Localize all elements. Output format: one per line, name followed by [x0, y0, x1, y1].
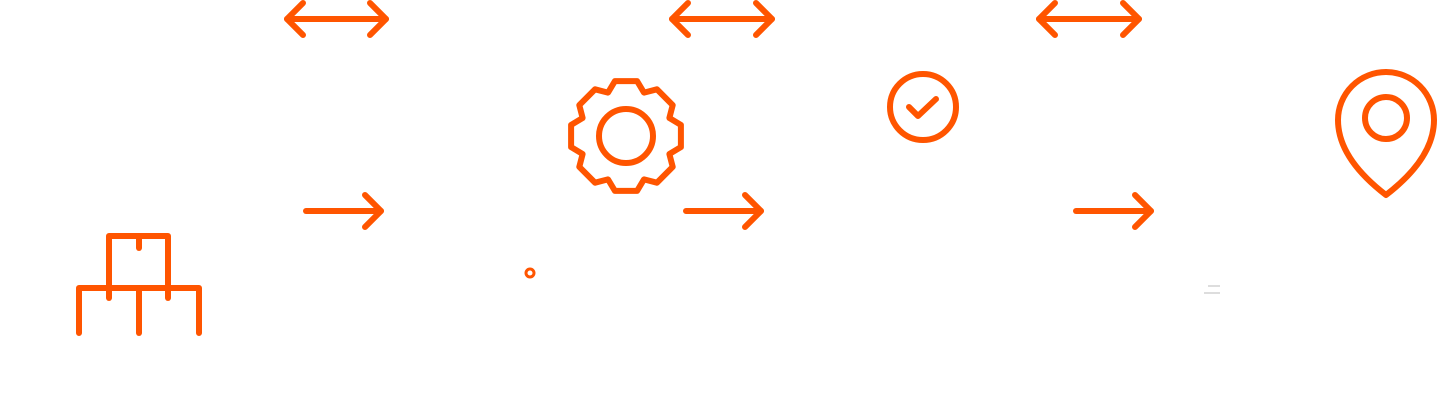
small-dot-icon: [524, 267, 536, 279]
arrow-right-icon: [1073, 192, 1154, 230]
faint-lines: [1204, 285, 1220, 294]
location-pin-icon: [1335, 69, 1437, 198]
boxes-icon: [76, 233, 202, 336]
gear-icon: [568, 78, 684, 194]
arrow-right-icon: [303, 192, 384, 230]
double-arrow-icon: [1036, 0, 1142, 38]
check-circle-icon: [887, 71, 959, 143]
double-arrow-icon: [669, 0, 775, 38]
arrow-right-icon: [683, 192, 764, 230]
double-arrow-icon: [284, 0, 389, 38]
